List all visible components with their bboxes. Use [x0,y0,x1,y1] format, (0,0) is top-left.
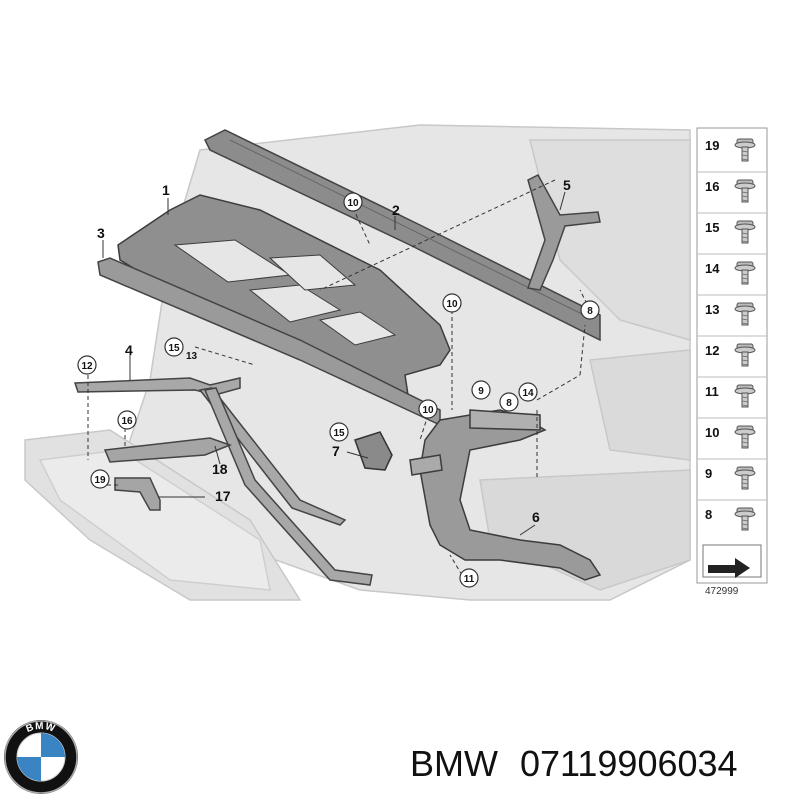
part-7-small-bracket [354,431,393,471]
legend-row-13: 13 [697,302,767,337]
callout-6: 6 [532,509,540,525]
legend-row-10: 10 [697,425,767,460]
part-6-support-assembly [409,409,602,581]
callout-4: 4 [125,342,133,358]
part-4-strut-bar [73,377,373,586]
legend-number: 14 [705,261,720,276]
fastener-legend: 19 16 15 14 13 12 11 10 9 8 472999 [696,127,768,597]
callout-labels: 1 2 3 4 5 6 7 17 18 [97,177,571,525]
part-18-bracket [103,437,233,463]
svg-text:BMW: BMW [25,721,57,735]
callout-5: 5 [563,177,571,193]
legend-number: 13 [705,302,719,317]
svg-text:8: 8 [506,398,512,409]
svg-text:11: 11 [464,574,475,585]
svg-text:8: 8 [587,306,593,317]
legend-number: 9 [705,466,712,481]
svg-text:10: 10 [347,198,359,209]
circle-callout-19: 19 [90,469,110,489]
solid-leaders [102,191,566,536]
legend-number: 12 [705,343,719,358]
legend-row-8: 8 [705,507,756,531]
svg-text:14: 14 [522,388,534,399]
legend-row-16: 16 [697,179,767,214]
circle-callout-10-lower: 10 [418,399,438,419]
circle-callout-15-top: 15 [164,337,184,357]
circle-callout-8-lower: 8 [499,392,519,412]
svg-text:19: 19 [94,475,106,486]
leader-lines [87,179,591,576]
legend-row-11: 11 [697,384,767,419]
svg-text:15: 15 [168,343,180,354]
callout-3: 3 [97,225,105,241]
callout-13: 13 [186,351,198,362]
callout-7: 7 [332,443,340,459]
legend-row-15: 15 [697,220,767,255]
circled-callouts: 10 10 10 8 9 8 14 12 [77,192,600,588]
callout-1: 1 [162,182,170,198]
callout-2: 2 [392,202,400,218]
circle-callout-12: 12 [77,355,97,375]
part-5-y-bracket [526,174,601,291]
part-17-clip [114,477,161,511]
part-1-centre-panel [117,194,451,397]
legend-row-14: 14 [697,261,767,296]
circle-callout-14: 14 [518,382,538,402]
caption: BMW 07119906034 [410,743,738,784]
svg-text:10: 10 [422,405,434,416]
legend-number: 10 [705,425,719,440]
legend-row-12: 12 [697,343,767,378]
circle-callout-11: 11 [459,568,479,588]
callout-17: 17 [215,488,231,504]
caption-brand: BMW [410,743,498,784]
svg-text:12: 12 [81,361,93,372]
circle-callout-9: 9 [471,380,491,400]
part-3-lower-bar [97,257,441,427]
circle-callout-10-middle: 10 [442,293,462,313]
svg-text:10: 10 [446,299,458,310]
circle-callout-15-lower: 15 [329,422,349,442]
legend-row-9: 9 [697,466,767,501]
callout-18: 18 [212,461,228,477]
circle-callout-10-top: 10 [343,192,363,212]
svg-text:15: 15 [333,428,345,439]
legend-number: 15 [705,220,719,235]
bmw-logo: BMW [4,720,78,794]
svg-text:9: 9 [478,386,484,397]
legend-number: 8 [705,507,712,522]
circle-callout-8-right: 8 [580,300,600,320]
legend-row-19: 19 [697,138,767,173]
legend-number: 16 [705,179,719,194]
circle-callout-16: 16 [117,410,137,430]
legend-arrow-icon [702,544,762,578]
svg-text:16: 16 [121,416,133,427]
caption-part-number: 07119906034 [520,743,738,784]
legend-number: 11 [705,384,719,399]
legend-number: 19 [705,138,719,153]
legend-reference-number: 472999 [705,586,739,597]
